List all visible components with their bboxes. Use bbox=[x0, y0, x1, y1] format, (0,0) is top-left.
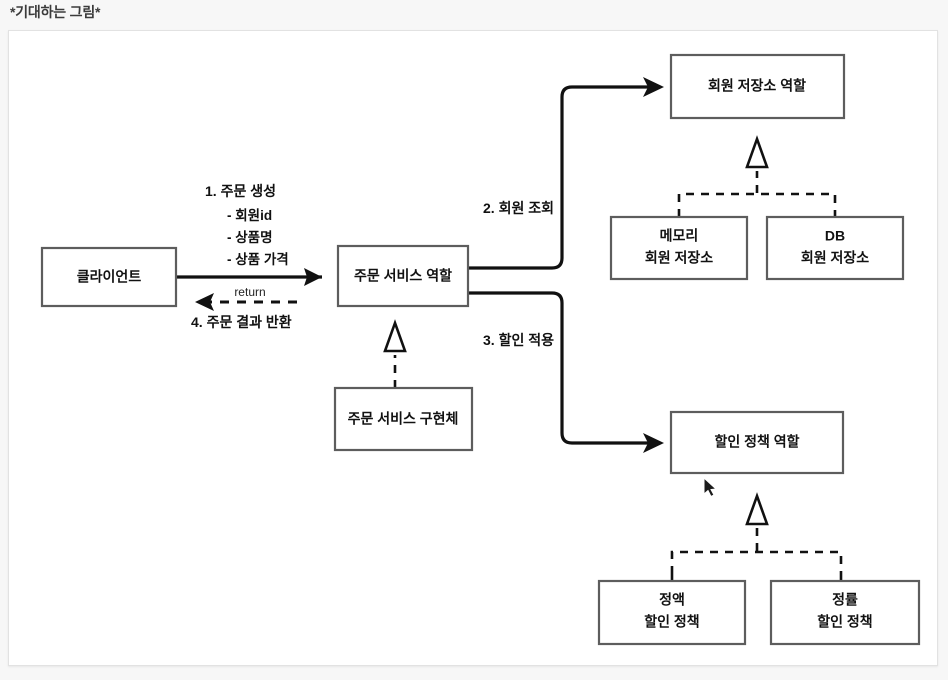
node-client-label: 클라이언트 bbox=[77, 269, 142, 285]
node-db-member-repo-label-line1: DB bbox=[825, 228, 845, 244]
arrowhead-call-2 bbox=[643, 77, 664, 97]
diagram-canvas-panel: 클라이언트 주문 서비스 역할 주문 서비스 구현체 회원 저장소 역할 메모리… bbox=[8, 30, 938, 666]
generalization-triangle-member-repo bbox=[745, 135, 769, 169]
edge-impl-order bbox=[383, 319, 407, 388]
node-rate-discount-policy-rect[interactable] bbox=[769, 579, 921, 646]
node-rate-discount-policy-label-line1: 정률 bbox=[832, 592, 858, 608]
node-rate-discount-policy-label-line2: 할인 정책 bbox=[817, 614, 872, 630]
node-memory-member-repo-label-line1: 메모리 bbox=[660, 228, 699, 244]
uml-diagram: 클라이언트 주문 서비스 역할 주문 서비스 구현체 회원 저장소 역할 메모리… bbox=[40, 53, 921, 646]
node-db-member-repo-rect[interactable] bbox=[765, 215, 905, 281]
node-fix-discount-policy-label-line1: 정액 bbox=[659, 592, 685, 608]
node-order-service-impl[interactable]: 주문 서비스 구현체 bbox=[333, 386, 474, 452]
page-title: *기대하는 그림* bbox=[10, 4, 101, 20]
node-fix-discount-policy[interactable]: 정액 할인 정책 bbox=[597, 579, 747, 646]
node-order-service-role[interactable]: 주문 서비스 역할 bbox=[336, 244, 470, 308]
node-client-rect[interactable] bbox=[40, 246, 178, 308]
node-member-repo-role-label: 회원 저장소 역할 bbox=[708, 78, 806, 94]
node-order-service-impl-rect[interactable] bbox=[333, 386, 474, 452]
node-order-service-impl-label: 주문 서비스 구현체 bbox=[348, 411, 459, 427]
node-fix-discount-policy-label-line2: 할인 정책 bbox=[644, 614, 699, 630]
generalization-triangle-discount-policy bbox=[745, 492, 769, 526]
arrowhead-call-1 bbox=[304, 268, 322, 286]
node-memory-member-repo-label-line2: 회원 저장소 bbox=[645, 250, 713, 266]
node-memory-member-repo-rect[interactable] bbox=[609, 215, 749, 281]
node-fix-discount-policy-rect[interactable] bbox=[597, 579, 747, 646]
node-rate-discount-policy[interactable]: 정률 할인 정책 bbox=[769, 579, 921, 646]
mouse-pointer-icon bbox=[703, 476, 718, 498]
node-member-repo-role-rect[interactable] bbox=[669, 53, 846, 120]
edge-call-2 bbox=[460, 77, 664, 270]
annotation-order-request-item-0: - 회원id bbox=[227, 208, 272, 223]
node-order-service-role-label: 주문 서비스 역할 bbox=[354, 268, 452, 284]
generalization-triangle-order bbox=[383, 319, 407, 353]
edge-call-3 bbox=[460, 291, 664, 453]
edge-return-4 bbox=[195, 293, 297, 311]
node-db-member-repo-label-line2: 회원 저장소 bbox=[801, 250, 869, 266]
node-member-repo-role[interactable]: 회원 저장소 역할 bbox=[669, 53, 846, 120]
annotation-order-request: 1. 주문 생성 - 회원id - 상품명 - 상품 가격 bbox=[205, 183, 289, 267]
node-discount-policy-role[interactable]: 할인 정책 역할 bbox=[669, 410, 845, 475]
node-discount-policy-role-label: 할인 정책 역할 bbox=[714, 434, 799, 450]
edge-call-1 bbox=[168, 268, 322, 286]
edge-label-call-2: 2. 회원 조회 bbox=[483, 200, 554, 216]
annotation-order-request-item-1: - 상품명 bbox=[227, 229, 273, 245]
edge-label-call-3: 3. 할인 적용 bbox=[483, 332, 554, 348]
edge-label-return-caption: return bbox=[234, 285, 265, 299]
node-memory-member-repo[interactable]: 메모리 회원 저장소 bbox=[609, 215, 749, 281]
edge-label-return-step: 4. 주문 결과 반환 bbox=[191, 314, 292, 330]
arrowhead-return-4 bbox=[195, 293, 214, 311]
annotation-order-request-item-2: - 상품 가격 bbox=[227, 251, 289, 267]
node-db-member-repo[interactable]: DB 회원 저장소 bbox=[765, 215, 905, 281]
arrowhead-call-3 bbox=[643, 433, 664, 453]
node-order-service-role-rect[interactable] bbox=[336, 244, 470, 308]
node-discount-policy-role-rect[interactable] bbox=[669, 410, 845, 475]
edge-impl-discount-policy bbox=[670, 492, 843, 603]
annotation-order-request-title: 1. 주문 생성 bbox=[205, 183, 276, 199]
node-client[interactable]: 클라이언트 bbox=[40, 246, 178, 308]
